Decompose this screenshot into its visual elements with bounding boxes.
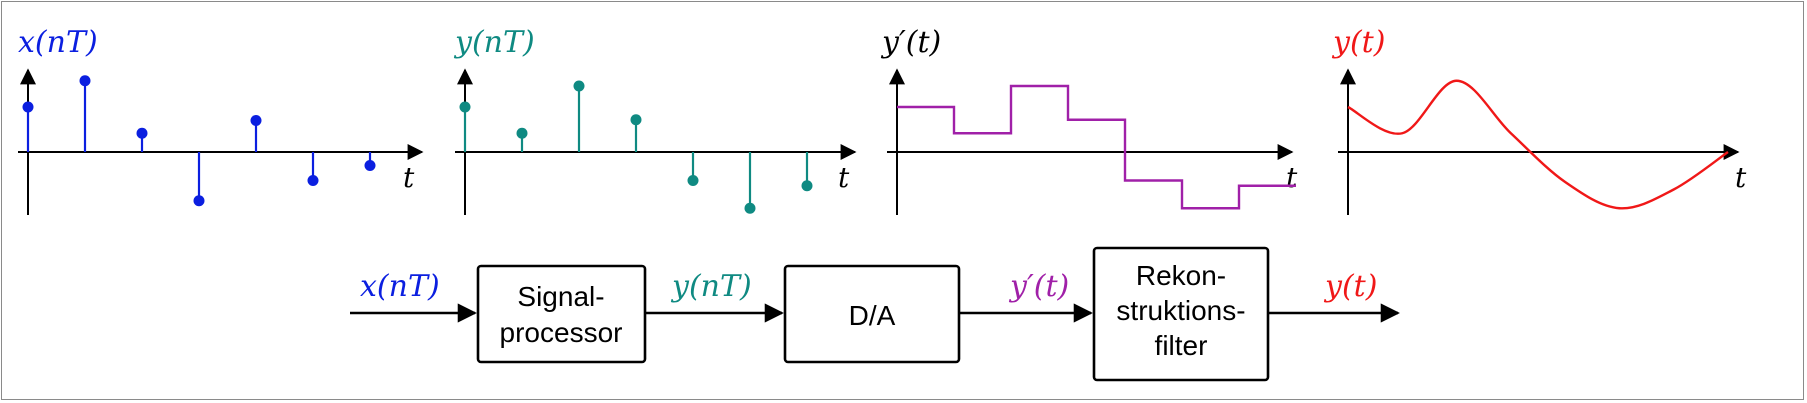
plot-x-nT: x(nT) t xyxy=(18,25,424,215)
t-axis-label: t xyxy=(1286,161,1298,194)
stem-dot xyxy=(573,80,585,92)
stem-dot xyxy=(136,127,148,139)
staircase-line xyxy=(897,84,1296,210)
t-axis-label: t xyxy=(1735,161,1747,194)
t-axis-label: t xyxy=(403,161,415,194)
block-diagram: x(nT) Signal- processor y(nT) D/A y′(t) … xyxy=(350,246,1400,382)
stem-dot xyxy=(250,115,262,126)
plot-title-y-nT: y(nT) xyxy=(453,25,535,60)
plot-title-y-t: y(t) xyxy=(1331,25,1385,60)
da-converter-label: D/A xyxy=(849,300,896,331)
stem-dot xyxy=(630,114,642,126)
reconstruction-filter-label-line-3: filter xyxy=(1155,330,1208,361)
signal-processor-label-line-2: processor xyxy=(500,317,623,348)
link-label-y-prime-t: y′(t) xyxy=(1008,269,1069,304)
plot-y-nT: y(nT) t xyxy=(453,25,857,215)
stem-dot xyxy=(801,180,813,192)
plot-title-x-nT: x(nT) xyxy=(18,25,98,60)
plot-y-prime-t: y′(t) t xyxy=(880,25,1298,215)
stem-dot xyxy=(193,195,205,207)
input-signal-label: x(nT) xyxy=(360,269,440,304)
output-signal-label: y(t) xyxy=(1323,269,1377,304)
stem-dot xyxy=(307,175,319,186)
stem-dot xyxy=(687,175,699,186)
stem-dot xyxy=(364,160,376,171)
link-label-y-nT: y(nT) xyxy=(670,269,752,304)
plot-y-t: y(t) t xyxy=(1331,25,1747,215)
plot-title-y-prime-t: y′(t) xyxy=(880,25,941,60)
signal-processor-label-line-1: Signal- xyxy=(517,281,604,312)
stem-dot xyxy=(22,101,34,113)
stem-dot xyxy=(744,202,756,214)
t-axis-label: t xyxy=(838,161,850,194)
stem-dot xyxy=(79,75,91,87)
stem-dot xyxy=(516,127,528,139)
reconstruction-filter-label-line-2: struktions- xyxy=(1116,295,1245,326)
stem-dot xyxy=(459,101,471,113)
reconstruction-filter-label-line-1: Rekon- xyxy=(1136,260,1226,291)
continuous-signal-curve xyxy=(1347,79,1729,210)
